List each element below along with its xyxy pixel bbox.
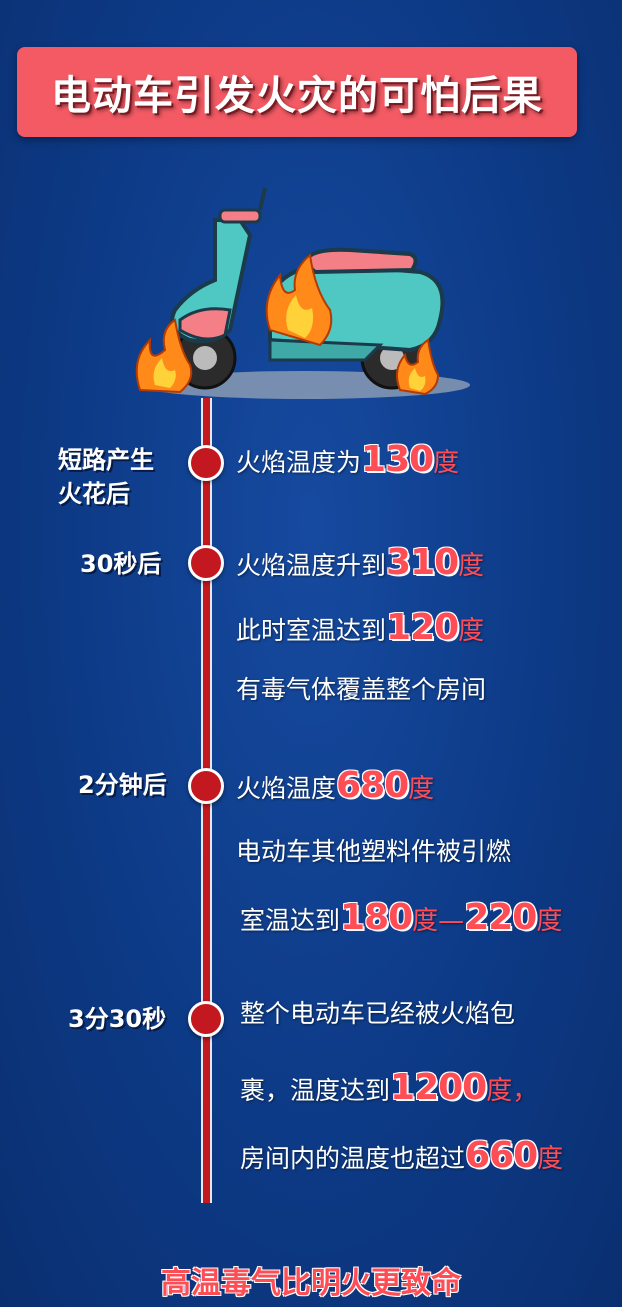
step-2-line-1: 火焰温度升到310度 bbox=[236, 543, 484, 586]
temperature-value: 180 bbox=[340, 897, 413, 938]
step-3-line-2: 电动车其他塑料件被引燃 bbox=[236, 832, 511, 872]
temperature-unit: 度 bbox=[433, 448, 460, 478]
line-text: 火焰温度 bbox=[236, 774, 337, 803]
step-3-line-1: 火焰温度680度 bbox=[236, 766, 434, 809]
step-3-line-3: 室温达到180度—220度 bbox=[240, 898, 562, 941]
temperature-unit: 度， bbox=[486, 1076, 539, 1106]
title-banner: 电动车引发火灾的可怕后果 bbox=[17, 47, 577, 137]
temperature-value: 120 bbox=[386, 607, 459, 648]
timeline-node-2 bbox=[188, 545, 224, 581]
line-text: 裹，温度达到 bbox=[240, 1076, 391, 1105]
line-text: 有毒气体覆盖整个房间 bbox=[236, 675, 487, 704]
step-2-line-3: 有毒气体覆盖整个房间 bbox=[236, 670, 486, 710]
timeline-label-2: 30秒后 bbox=[80, 547, 161, 581]
line-text: 此时室温达到 bbox=[236, 616, 387, 645]
step-4-line-2: 裹，温度达到1200度， bbox=[240, 1068, 538, 1111]
temperature-value: 1200 bbox=[390, 1067, 487, 1108]
line-text: 火焰温度为 bbox=[236, 448, 362, 477]
temperature-unit: 度 bbox=[458, 551, 485, 581]
temperature-unit: 度 bbox=[408, 774, 435, 804]
line-text: 整个电动车已经被火焰包 bbox=[240, 999, 516, 1028]
temperature-unit: 度 bbox=[458, 616, 485, 646]
line-text: 室温达到 bbox=[240, 906, 341, 935]
page-title: 电动车引发火灾的可怕后果 bbox=[51, 73, 543, 119]
temperature-unit: 度 bbox=[536, 906, 563, 936]
label-line: 短路产生 bbox=[58, 446, 154, 474]
label-line: 2分钟后 bbox=[78, 771, 167, 799]
step-2-line-2: 此时室温达到120度 bbox=[236, 608, 484, 651]
line-text: 房间内的温度也超过 bbox=[240, 1144, 466, 1173]
timeline-label-3: 2分钟后 bbox=[78, 768, 167, 802]
timeline-label-1: 短路产生 火花后 bbox=[58, 443, 154, 511]
burning-scooter-icon bbox=[135, 187, 470, 399]
line-text: 电动车其他塑料件被引燃 bbox=[236, 837, 512, 866]
temperature-value: 310 bbox=[386, 542, 459, 583]
timeline-node-4 bbox=[188, 1001, 224, 1037]
temperature-unit: 度 bbox=[537, 1144, 564, 1174]
temperature-unit: 度— bbox=[412, 906, 465, 936]
temperature-value: 680 bbox=[336, 765, 409, 806]
timeline-label-4: 3分30秒 bbox=[68, 1002, 166, 1036]
label-line: 30秒后 bbox=[80, 550, 162, 578]
temperature-value: 130 bbox=[361, 439, 434, 480]
timeline-node-1 bbox=[188, 445, 224, 481]
temperature-value: 660 bbox=[465, 1135, 538, 1176]
line-text: 火焰温度升到 bbox=[236, 551, 387, 580]
step-4-line-1: 整个电动车已经被火焰包 bbox=[240, 994, 515, 1034]
label-line: 火花后 bbox=[58, 480, 130, 508]
label-line: 3分30秒 bbox=[68, 1005, 167, 1033]
timeline-node-3 bbox=[188, 768, 224, 804]
step-1-line-1: 火焰温度为130度 bbox=[236, 440, 459, 483]
temperature-value: 220 bbox=[464, 897, 537, 938]
step-4-line-3: 房间内的温度也超过660度 bbox=[240, 1136, 563, 1179]
footer-slogan: 高温毒气比明火更致命 bbox=[161, 1266, 461, 1301]
